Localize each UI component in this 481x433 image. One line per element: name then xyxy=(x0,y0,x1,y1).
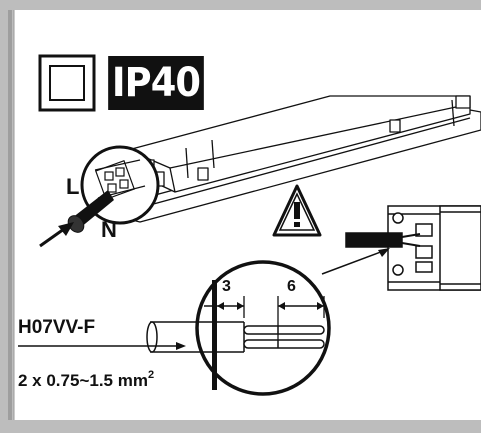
cable-type-arrow xyxy=(18,342,186,350)
stripped-cable xyxy=(146,321,325,353)
driver-housing xyxy=(117,95,481,223)
terminal-detail-circle xyxy=(67,145,160,233)
cable-cross-section-label: 2 x 0.75~1.5 mm2 xyxy=(18,369,155,390)
terminal-block-detail xyxy=(345,205,481,291)
sheath-strip-dimension: 3 xyxy=(222,278,231,295)
cable-type-label: H07VV-F xyxy=(18,317,96,338)
cross-section-value: 2 x 0.75~1.5 mm xyxy=(18,371,148,390)
frame-bottom-bar xyxy=(0,420,481,433)
live-terminal-label: L xyxy=(66,174,80,199)
frame-top-bar xyxy=(0,0,481,10)
neutral-terminal-label: N xyxy=(101,217,117,242)
square-in-square-icon xyxy=(38,54,96,112)
conductor-strip-dimension: 6 xyxy=(287,278,296,295)
warning-exclamation-icon xyxy=(272,184,322,237)
insertion-arrow xyxy=(39,222,74,248)
ip-rating-badge: IP40 xyxy=(108,56,204,110)
detail-pointer xyxy=(321,248,390,275)
cross-section-exponent: 2 xyxy=(147,369,155,381)
